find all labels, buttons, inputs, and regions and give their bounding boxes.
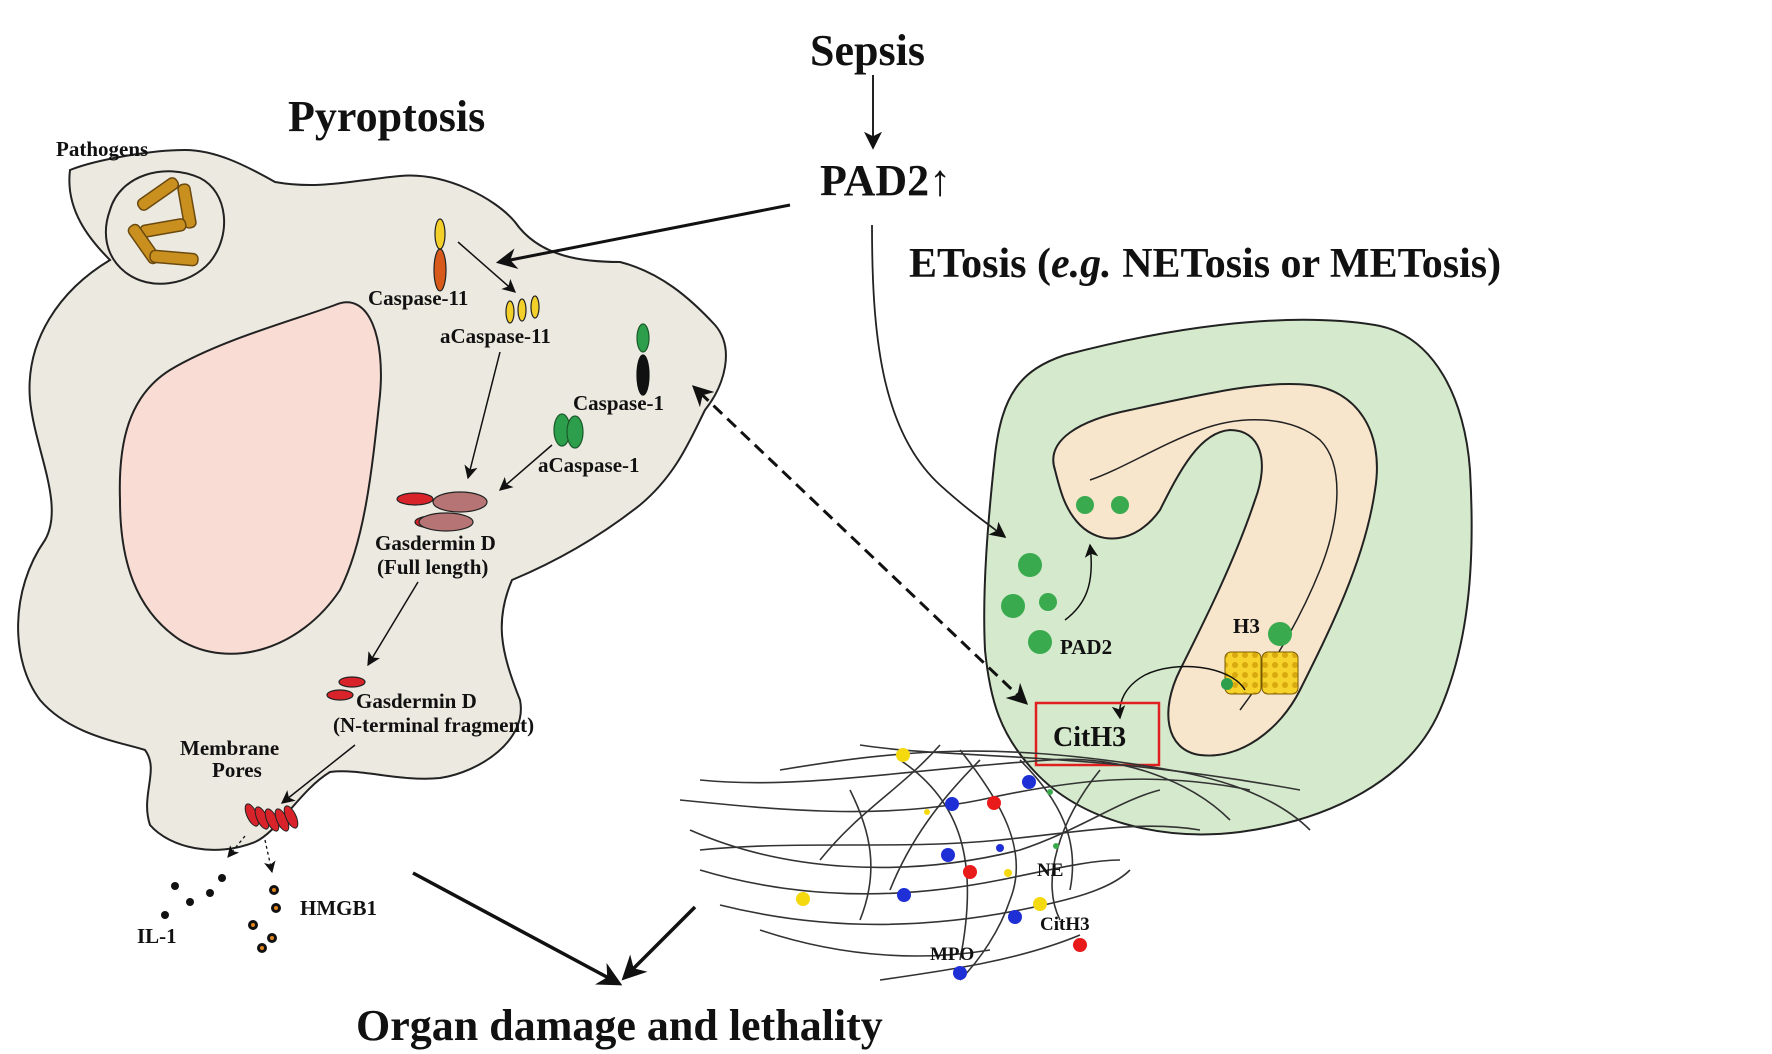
acaspase1-icon (553, 413, 584, 449)
arrow-release-hmgb1 (264, 839, 276, 874)
histone-h3-icon (1221, 651, 1299, 695)
title-etosis: ETosis (e.g. NETosis or METosis) (909, 241, 1501, 287)
net-dot-blue (945, 797, 959, 811)
caspase11-icon (433, 218, 447, 292)
hmgb1-particles (248, 885, 281, 953)
label-mpo: MPO (930, 944, 974, 965)
net-dot-red (1073, 938, 1087, 952)
net-dot-green (1053, 843, 1059, 849)
net-dot-yellow (796, 892, 810, 906)
net-dot-blue (1022, 775, 1036, 789)
nucleus-inner-line (1089, 419, 1338, 711)
title-pad2: PAD2↑ (820, 156, 951, 205)
acaspase11-icon (505, 295, 540, 324)
net-dot-blue (1008, 910, 1022, 924)
label-gasdermin-full-1: Gasdermin D (375, 531, 496, 555)
title-pyroptosis: Pyroptosis (288, 92, 485, 141)
pathogen-rod (177, 183, 197, 229)
label-caspase11: Caspase-11 (368, 286, 468, 310)
net-dot-blue (941, 848, 955, 862)
net-structure (679, 744, 1311, 981)
label-pathogens: Pathogens (56, 137, 148, 161)
arrow-cith3-to-caspase1 (691, 385, 1029, 705)
arrow-h3-to-cith3 (1111, 665, 1246, 720)
net-dot-blue (897, 888, 911, 902)
net-dot-yellow (1004, 869, 1012, 877)
label-il1: IL-1 (137, 924, 177, 948)
arrow-release-il1 (227, 835, 246, 858)
membrane-pores-icon (244, 803, 299, 832)
label-gasdermin-nterm-1: Gasdermin D (356, 689, 477, 713)
gasdermin-nterm-icon (326, 676, 366, 701)
label-cith3-net: CitH3 (1040, 914, 1090, 935)
arrow-casp11-activation (457, 241, 517, 293)
label-membrane: Membrane (180, 736, 279, 760)
il1-particles (161, 874, 226, 919)
macrophage-membrane (17, 148, 727, 851)
net-dot-blue (996, 844, 1004, 852)
pathogens-group (127, 177, 199, 267)
net-dot-yellow (924, 809, 930, 815)
label-cith3-box: CitH3 (1053, 722, 1126, 753)
pathogen-rod (149, 249, 199, 267)
net-dot-red (963, 865, 977, 879)
title-etosis-eg: e.g. (1051, 241, 1112, 287)
macrophage-nucleus (118, 301, 382, 655)
label-acaspase11: aCaspase-11 (440, 324, 551, 348)
pathogen-rod (136, 177, 180, 211)
title-sepsis: Sepsis (810, 26, 925, 75)
arrow-to-pores (280, 744, 356, 804)
cith3-highlight-box (1034, 701, 1161, 767)
arrow-pad2-to-pyroptosis (495, 203, 791, 270)
label-gasdermin-full-2: (Full length) (377, 555, 488, 579)
net-proteins: NE CitH3 MPO (796, 748, 1090, 980)
label-caspase1: Caspase-1 (573, 391, 664, 415)
arrow-etosis-to-outcome (621, 905, 697, 981)
net-dot-blue (953, 966, 967, 980)
arrow-acasp1-to-gsdmd (498, 444, 553, 491)
arrow-pyroptosis-to-outcome (412, 871, 623, 986)
label-acaspase1: aCaspase-1 (538, 453, 640, 477)
label-pores: Pores (212, 758, 262, 782)
caspase1-icon (636, 323, 650, 396)
arrow-acasp11-to-gsdmd (464, 351, 501, 480)
title-etosis-suffix: NETosis or METosis) (1112, 241, 1501, 287)
label-gasdermin-nterm-2: (N-terminal fragment) (333, 713, 534, 737)
label-ne: NE (1037, 860, 1063, 881)
label-pad2-granule: PAD2 (1060, 635, 1112, 659)
net-dot-red (987, 796, 1001, 810)
title-etosis-prefix: ETosis ( (909, 241, 1051, 287)
gasdermin-full-icon (396, 491, 488, 532)
etosis-cell: PAD2 H3 CitH3 (983, 318, 1473, 836)
label-hmgb1: HMGB1 (300, 896, 377, 920)
pyroptosis-cell: Pathogens Caspase-11 aCaspase-11 Caspase… (17, 137, 727, 953)
net-dot-yellow (1033, 897, 1047, 911)
title-outcome: Organ damage and lethality (356, 1001, 883, 1050)
arrow-gsdmd-cleavage (367, 581, 419, 667)
label-h3: H3 (1233, 614, 1260, 638)
net-dot-yellow (896, 748, 910, 762)
arrow-pad2-into-nucleus (1064, 543, 1099, 621)
net-dot-green (1047, 789, 1053, 795)
